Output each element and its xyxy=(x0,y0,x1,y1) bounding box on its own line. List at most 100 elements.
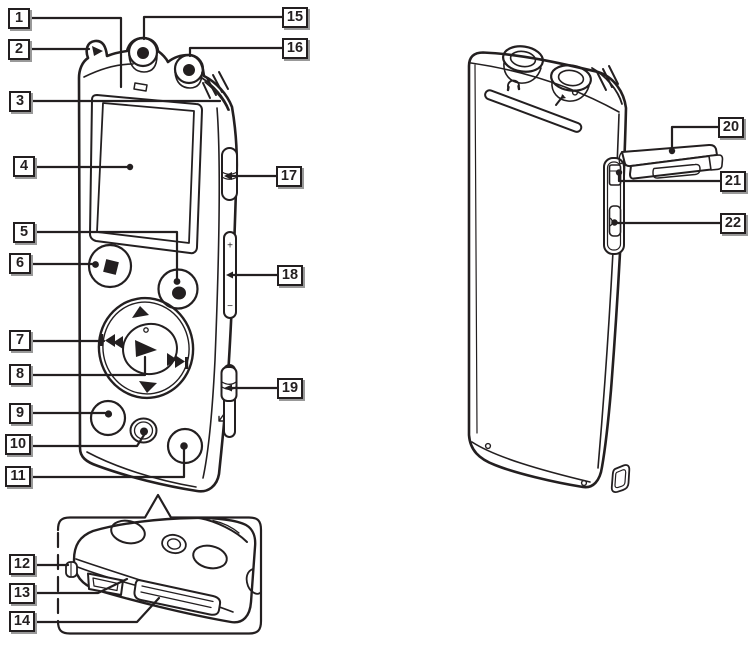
detail-frame xyxy=(56,493,263,635)
volume-minus-mark: − xyxy=(227,301,233,312)
callout-label-8: 8 xyxy=(9,364,31,385)
callout-label-4: 4 xyxy=(13,156,35,177)
callout-label-17: 17 xyxy=(276,166,302,187)
bottom-side-hook xyxy=(245,568,262,595)
callout-label-18: 18 xyxy=(277,265,303,286)
bottom-pad-arc-inner xyxy=(212,519,240,534)
headphone-icon xyxy=(506,79,521,92)
speaker-slit xyxy=(484,89,583,133)
usb-connector-inner xyxy=(140,585,214,609)
callout-label-3: 3 xyxy=(9,91,31,112)
callout-label-11: 11 xyxy=(5,466,31,487)
callout-label-7: 7 xyxy=(9,330,31,351)
back-home-button xyxy=(89,399,127,437)
callout-label-20: 20 xyxy=(718,117,744,138)
play-button xyxy=(122,322,178,376)
back-right-bevel xyxy=(597,113,620,469)
callout-label-10: 10 xyxy=(5,434,31,455)
callout-line-14 xyxy=(33,596,161,624)
bottom-view-illustration xyxy=(56,493,263,635)
callout-label-9: 9 xyxy=(9,403,31,424)
stop-button xyxy=(87,243,133,289)
headphone-jack-base xyxy=(174,71,203,89)
callout-label-2: 2 xyxy=(8,39,30,60)
callout-label-22: 22 xyxy=(720,213,746,234)
front-side-bevel xyxy=(202,107,220,479)
bottom-back-button xyxy=(110,519,146,545)
headphone-jack-hole xyxy=(183,64,195,76)
callout-label-12: 12 xyxy=(9,554,35,575)
callout-line-21 xyxy=(617,173,723,183)
bottom-t-mark-inner xyxy=(166,538,182,550)
callout-line-16 xyxy=(188,46,284,58)
back-headphone-jack-top xyxy=(550,64,592,92)
back-mic-jack-top xyxy=(502,45,544,73)
callout-label-13: 13 xyxy=(9,583,35,604)
back-strap-hole-inner xyxy=(614,469,627,489)
callout-line-5 xyxy=(33,230,179,280)
mic-icon xyxy=(555,89,579,106)
slot-cover-notch xyxy=(652,163,701,179)
back-body-outline xyxy=(467,51,628,489)
up-triangle-icon xyxy=(132,306,149,318)
mic-jack-base xyxy=(128,54,158,73)
back-strap-hole xyxy=(610,464,631,494)
callout-line-8 xyxy=(29,355,147,377)
play-triangle-icon xyxy=(135,340,157,357)
callout-endpoint-dots xyxy=(92,147,676,450)
front-top-bevel xyxy=(83,63,229,111)
front-view-illustration: + − xyxy=(77,36,239,493)
mic-jack-hole xyxy=(137,47,149,59)
control-pad-outer xyxy=(97,296,195,400)
t-mark-button-outer xyxy=(129,417,158,444)
back-screw-right xyxy=(580,479,588,487)
callout-lines xyxy=(28,15,723,624)
callout-label-21: 21 xyxy=(720,171,746,192)
slot-cover-tab xyxy=(708,154,724,171)
right-mic-grille xyxy=(201,71,230,111)
next-track-icon xyxy=(167,353,189,369)
back-mic-grille xyxy=(591,65,623,105)
callout-label-1: 1 xyxy=(8,8,30,29)
compartment-trough-inner xyxy=(606,161,622,251)
back-view-illustration xyxy=(467,45,724,494)
back-left-bevel xyxy=(474,64,478,434)
callout-line-20 xyxy=(670,125,720,150)
control-pad-inner-ring xyxy=(102,301,190,395)
down-triangle-icon xyxy=(139,381,157,393)
back-top-bevel xyxy=(470,62,620,113)
t-mark-button-inner xyxy=(133,421,154,440)
callout-label-6: 6 xyxy=(9,253,31,274)
callout-label-15: 15 xyxy=(282,7,308,28)
usb-lever-slot-inner xyxy=(92,577,119,592)
callout-label-16: 16 xyxy=(282,38,308,59)
hold-arrow-mark xyxy=(218,413,225,422)
bottom-body-outline xyxy=(72,516,257,624)
record-dot-icon xyxy=(172,286,186,300)
stop-square-icon xyxy=(103,259,119,275)
operation-indicator xyxy=(133,82,148,92)
volume-plus-mark: + xyxy=(227,241,233,252)
display-screen xyxy=(96,102,195,244)
play-button-bump xyxy=(143,327,149,333)
bottom-t-mark-outer xyxy=(161,533,187,555)
callout-label-5: 5 xyxy=(13,222,35,243)
callout-label-19: 19 xyxy=(277,378,303,399)
back-bottom-bevel xyxy=(471,441,591,483)
display-panel xyxy=(89,94,203,255)
back-headphone-jack-ring xyxy=(557,69,585,87)
callout-line-13 xyxy=(33,577,129,595)
callout-endpoint-arrows xyxy=(224,172,233,392)
back-screw-left xyxy=(484,442,492,450)
callout-line-11 xyxy=(29,447,186,479)
callout-line-1 xyxy=(28,16,123,89)
callout-label-14: 14 xyxy=(9,611,35,632)
back-headphone-jack-base xyxy=(551,81,590,102)
bottom-pad-arc xyxy=(198,517,248,543)
back-mic-jack-ring xyxy=(509,50,537,68)
slot-cover-hinge xyxy=(618,151,626,165)
bottom-option-button xyxy=(192,544,228,570)
front-bottom-bevel xyxy=(86,451,197,488)
